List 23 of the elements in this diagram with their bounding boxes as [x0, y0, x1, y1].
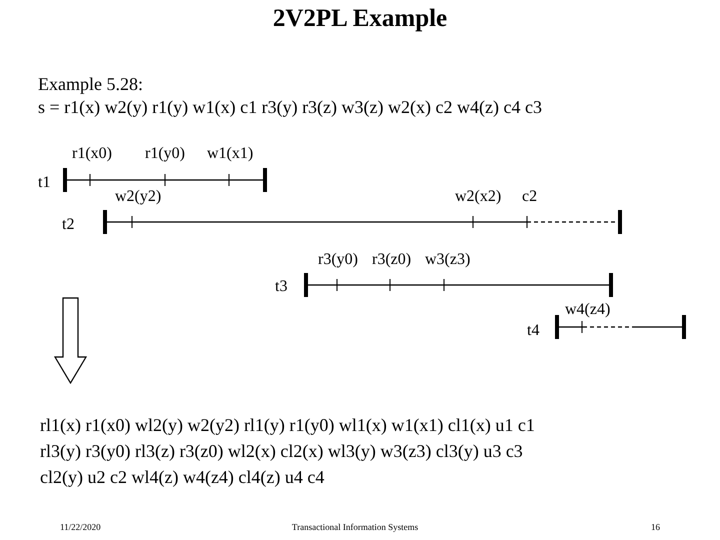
operation-label: r1(x0) [72, 145, 112, 163]
operation-label: w2(y2) [115, 188, 162, 206]
schedule-line: rl1(x) r1(x0) wl2(y) w2(y2) rl1(y) r1(y0) wl1(x) w1(x1) cl1(x) u1 c1 [40, 416, 535, 436]
transaction-label: t4 [527, 322, 540, 340]
operation-label: w3(z3) [425, 251, 470, 269]
slide-title: 2V2PL Example [272, 5, 448, 32]
schedule-line: rl3(y) r3(y0) rl3(z) r3(z0) wl2(x) cl2(x) wl3(y) w3(z3) cl3(y) u3 c3 [40, 442, 523, 462]
example-heading: Example 5.28: [38, 75, 143, 95]
operation-label: w4(z4) [565, 301, 610, 319]
schedule-text: s = r1(x) w2(y) r1(y) w1(x) c1 r3(y) r3(z) w3(z) w2(x) c2 w4(z) c4 c3 [38, 98, 542, 118]
operation-label: c2 [522, 188, 538, 206]
schedule-line: cl2(y) u2 c2 wl4(z) w4(z4) cl4(z) u4 c4 [40, 468, 324, 488]
operation-label: r3(y0) [318, 251, 358, 269]
footer-date: 11/22/2020 [60, 523, 101, 533]
operation-label: r1(y0) [145, 145, 185, 163]
footer-text: Transactional Information Systems [292, 523, 418, 533]
page-number: 16 [651, 523, 660, 533]
transaction-label: t2 [62, 216, 74, 234]
operation-label: w1(x1) [207, 145, 254, 163]
operation-label: w2(x2) [455, 188, 502, 206]
operation-label: r3(z0) [372, 251, 412, 269]
transaction-label: t1 [38, 174, 50, 192]
transaction-label: t3 [275, 278, 288, 296]
